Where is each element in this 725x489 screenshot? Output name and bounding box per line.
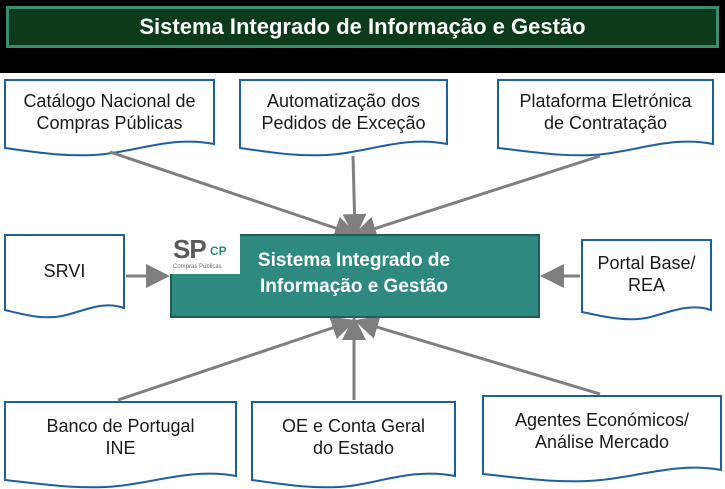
doc-shape-plataforma (497, 79, 714, 157)
arrow-plataforma-to-hub (352, 154, 601, 240)
logo-cp-text: CP (210, 244, 227, 258)
hub-label: Sistema Integrado de Informação e Gestão (236, 248, 472, 299)
doc-shape-banco (4, 401, 237, 489)
title-bar: Sistema Integrado de Informação e Gestão (6, 6, 719, 48)
node-banco-line1: Banco de Portugal (46, 415, 195, 436)
node-srvi-line1: SRVI (43, 260, 86, 281)
node-oe-line1: OE e Conta Geral (281, 415, 426, 436)
node-agentes-line2: Análise Mercado (534, 432, 670, 452)
node-automatizacao-line1: Automatização dos (266, 90, 421, 111)
node-banco-line2: INE (105, 438, 136, 458)
doc-shape-oe (251, 401, 456, 489)
node-portal: Portal Base/ REA (582, 244, 711, 304)
node-oe-line2: do Estado (312, 438, 395, 458)
node-oe: OE e Conta Geral do Estado (252, 406, 455, 468)
node-agentes: Agentes Económicos/ Análise Mercado (483, 400, 721, 462)
arrow-agentes-to-hub (354, 315, 601, 396)
node-catalogo-line2: Compras Públicas (36, 113, 183, 133)
node-automatizacao: Automatização dos Pedidos de Exceção (240, 84, 447, 140)
doc-shape-agentes (482, 395, 722, 483)
node-catalogo-line1: Catálogo Nacional de (23, 90, 196, 111)
node-plataforma-line2: de Contratação (543, 113, 668, 133)
node-plataforma-line1: Plataforma Eletrónica (519, 90, 692, 111)
arrow-catalogo-to-hub (109, 150, 359, 240)
hub-label-line2: Informação e Gestão (260, 275, 448, 297)
doc-shape-automatizacao (239, 79, 448, 157)
doc-shape-portal (581, 239, 712, 321)
node-srvi: SRVI (5, 240, 124, 302)
node-portal-line2: REA (627, 275, 665, 295)
logo-sp-text: SP (173, 234, 207, 264)
node-plataforma: Plataforma Eletrónica de Contratação (498, 84, 713, 140)
node-automatizacao-line2: Pedidos de Exceção (261, 113, 426, 133)
arrow-banco-to-hub (117, 316, 356, 402)
node-agentes-line1: Agentes Económicos/ (514, 409, 690, 430)
hub-label-line1: Sistema Integrado de (257, 250, 451, 271)
doc-shape-srvi (4, 234, 125, 319)
arrow-automatizacao-to-hub (342, 155, 367, 238)
doc-shape-catalogo (4, 79, 215, 157)
page-title: Sistema Integrado de Informação e Gestão (139, 14, 586, 39)
logo-subtitle: Compras Públicas (173, 264, 222, 270)
node-catalogo: Catálogo Nacional de Compras Públicas (5, 84, 214, 140)
node-banco: Banco de Portugal INE (5, 406, 236, 468)
spcp-logo: SP CP Compras Públicas (170, 234, 240, 274)
node-portal-line1: Portal Base/ (597, 252, 696, 273)
